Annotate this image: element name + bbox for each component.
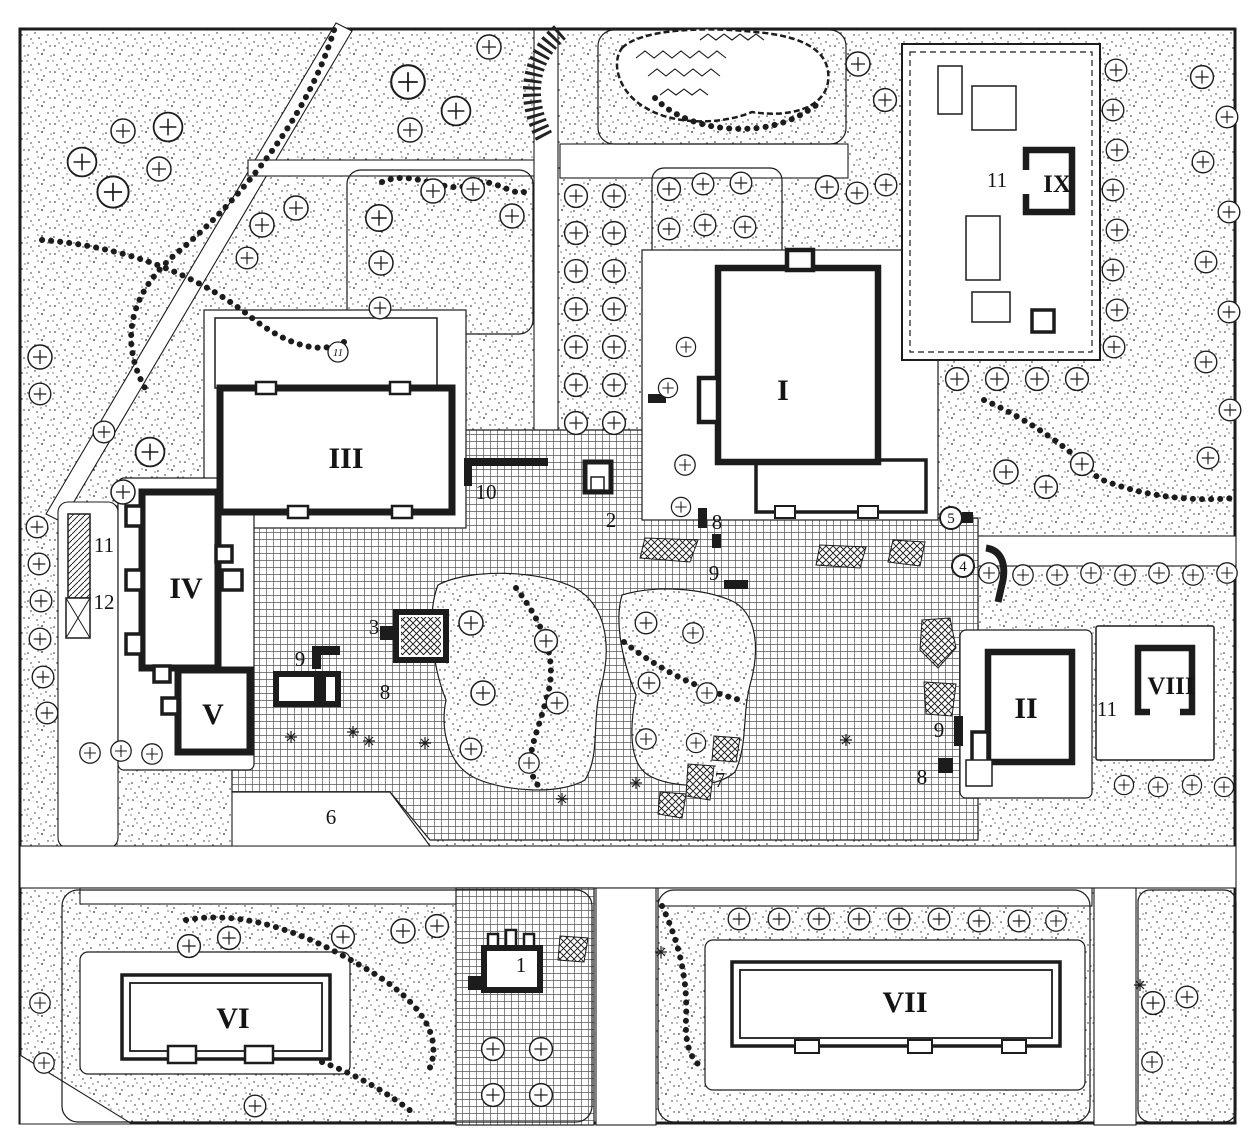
marker-11-circle xyxy=(327,341,349,363)
marker-6-label: 6 xyxy=(326,805,337,829)
marker-3-label: 3 xyxy=(369,615,380,639)
building-i-portico xyxy=(696,375,721,425)
marker-9-top-label: 9 xyxy=(709,561,720,585)
marker-1-label: 1 xyxy=(516,953,527,977)
roads xyxy=(19,22,1237,1126)
structure-2 xyxy=(582,459,614,495)
wall-9-left xyxy=(312,646,340,669)
south-plaza xyxy=(455,887,595,1126)
pavilion-1 xyxy=(468,928,543,993)
marker-10-label: 10 xyxy=(476,480,497,504)
planting-bed-12 xyxy=(65,597,91,639)
marker-4-label: 4 xyxy=(959,559,967,575)
building-i-wing-gates xyxy=(774,505,879,519)
building-vii-inner-wall xyxy=(739,969,1053,1039)
building-vi-inner-wall xyxy=(129,982,323,1052)
wall-8-left xyxy=(273,671,341,707)
building-iii-porticos xyxy=(254,380,414,520)
building-viii-outline xyxy=(1134,644,1196,716)
marker-11-viii-label: 11 xyxy=(1097,697,1117,721)
marker-12-label: 12 xyxy=(94,590,115,614)
building-ii-stub xyxy=(970,730,990,764)
gate-marks xyxy=(648,394,973,773)
structure-3 xyxy=(380,609,449,663)
marker-9-left-label: 9 xyxy=(295,647,306,671)
building-vii-porticos xyxy=(794,1039,1027,1054)
compound-buildings xyxy=(937,65,1056,334)
building-ix-label: IX xyxy=(1043,171,1071,198)
building-ii-outline xyxy=(984,648,1076,766)
building-ii-annex xyxy=(965,759,993,787)
marker-8-left-label: 8 xyxy=(380,680,391,704)
buildings xyxy=(65,247,1196,1065)
compound-ix xyxy=(901,43,1101,361)
building-i-label: I xyxy=(777,374,789,407)
marker-9-right-label: 9 xyxy=(934,718,945,742)
building-i-porch xyxy=(784,247,816,273)
marker-5-circle xyxy=(939,506,963,530)
marker-8-top-label: 8 xyxy=(712,510,723,534)
building-vi-label: VI xyxy=(216,1002,249,1035)
building-ii-label: II xyxy=(1014,692,1037,725)
building-iii-label: III xyxy=(328,442,363,475)
pond-area xyxy=(522,25,830,145)
building-v-stub xyxy=(160,696,180,716)
building-iv-stubs xyxy=(124,504,244,684)
building-iii-outline xyxy=(216,384,456,516)
building-iv-label: IV xyxy=(169,572,203,605)
marker-2-label: 2 xyxy=(606,508,617,532)
building-v-label: V xyxy=(202,698,224,731)
building-vi-outline xyxy=(120,973,332,1061)
hook-wall-4 xyxy=(985,544,1008,603)
labels: I II III IV V VI VII VIII IX 1 2 3 4 5 6… xyxy=(94,168,1195,1035)
building-vii-label: VII xyxy=(882,986,927,1019)
wall-10 xyxy=(464,458,548,486)
marker-4-circle xyxy=(951,554,975,578)
shrub-lines xyxy=(39,27,1237,1115)
main-horizontal-road xyxy=(19,845,1237,889)
building-i-wing xyxy=(754,458,928,514)
building-i-outline xyxy=(714,264,882,466)
building-vi-notches xyxy=(166,1044,275,1065)
marker-8-right-label: 8 xyxy=(917,765,928,789)
building-vii-outline xyxy=(730,960,1062,1048)
hatched-patches xyxy=(557,537,957,963)
building-v-outline xyxy=(174,666,254,756)
curved-hedge xyxy=(522,25,567,145)
building-viii-label: VIII xyxy=(1147,673,1194,700)
marker-11-ix-label: 11 xyxy=(987,168,1007,192)
planting-bed-11 xyxy=(67,513,91,599)
marker-7-label: 7 xyxy=(715,768,726,792)
building-iii-annex xyxy=(214,317,438,389)
building-viii-opening xyxy=(1150,704,1180,716)
marker-11-left-label: 11 xyxy=(94,533,114,557)
compound-wall xyxy=(909,51,1093,353)
marker-11-circle-label: 11 xyxy=(333,347,343,359)
pond-outline xyxy=(615,28,830,123)
pond-squiggles xyxy=(635,33,765,96)
marker-5-label: 5 xyxy=(947,511,955,527)
diagonal-road xyxy=(45,22,353,523)
building-ix-opening xyxy=(1020,170,1032,194)
